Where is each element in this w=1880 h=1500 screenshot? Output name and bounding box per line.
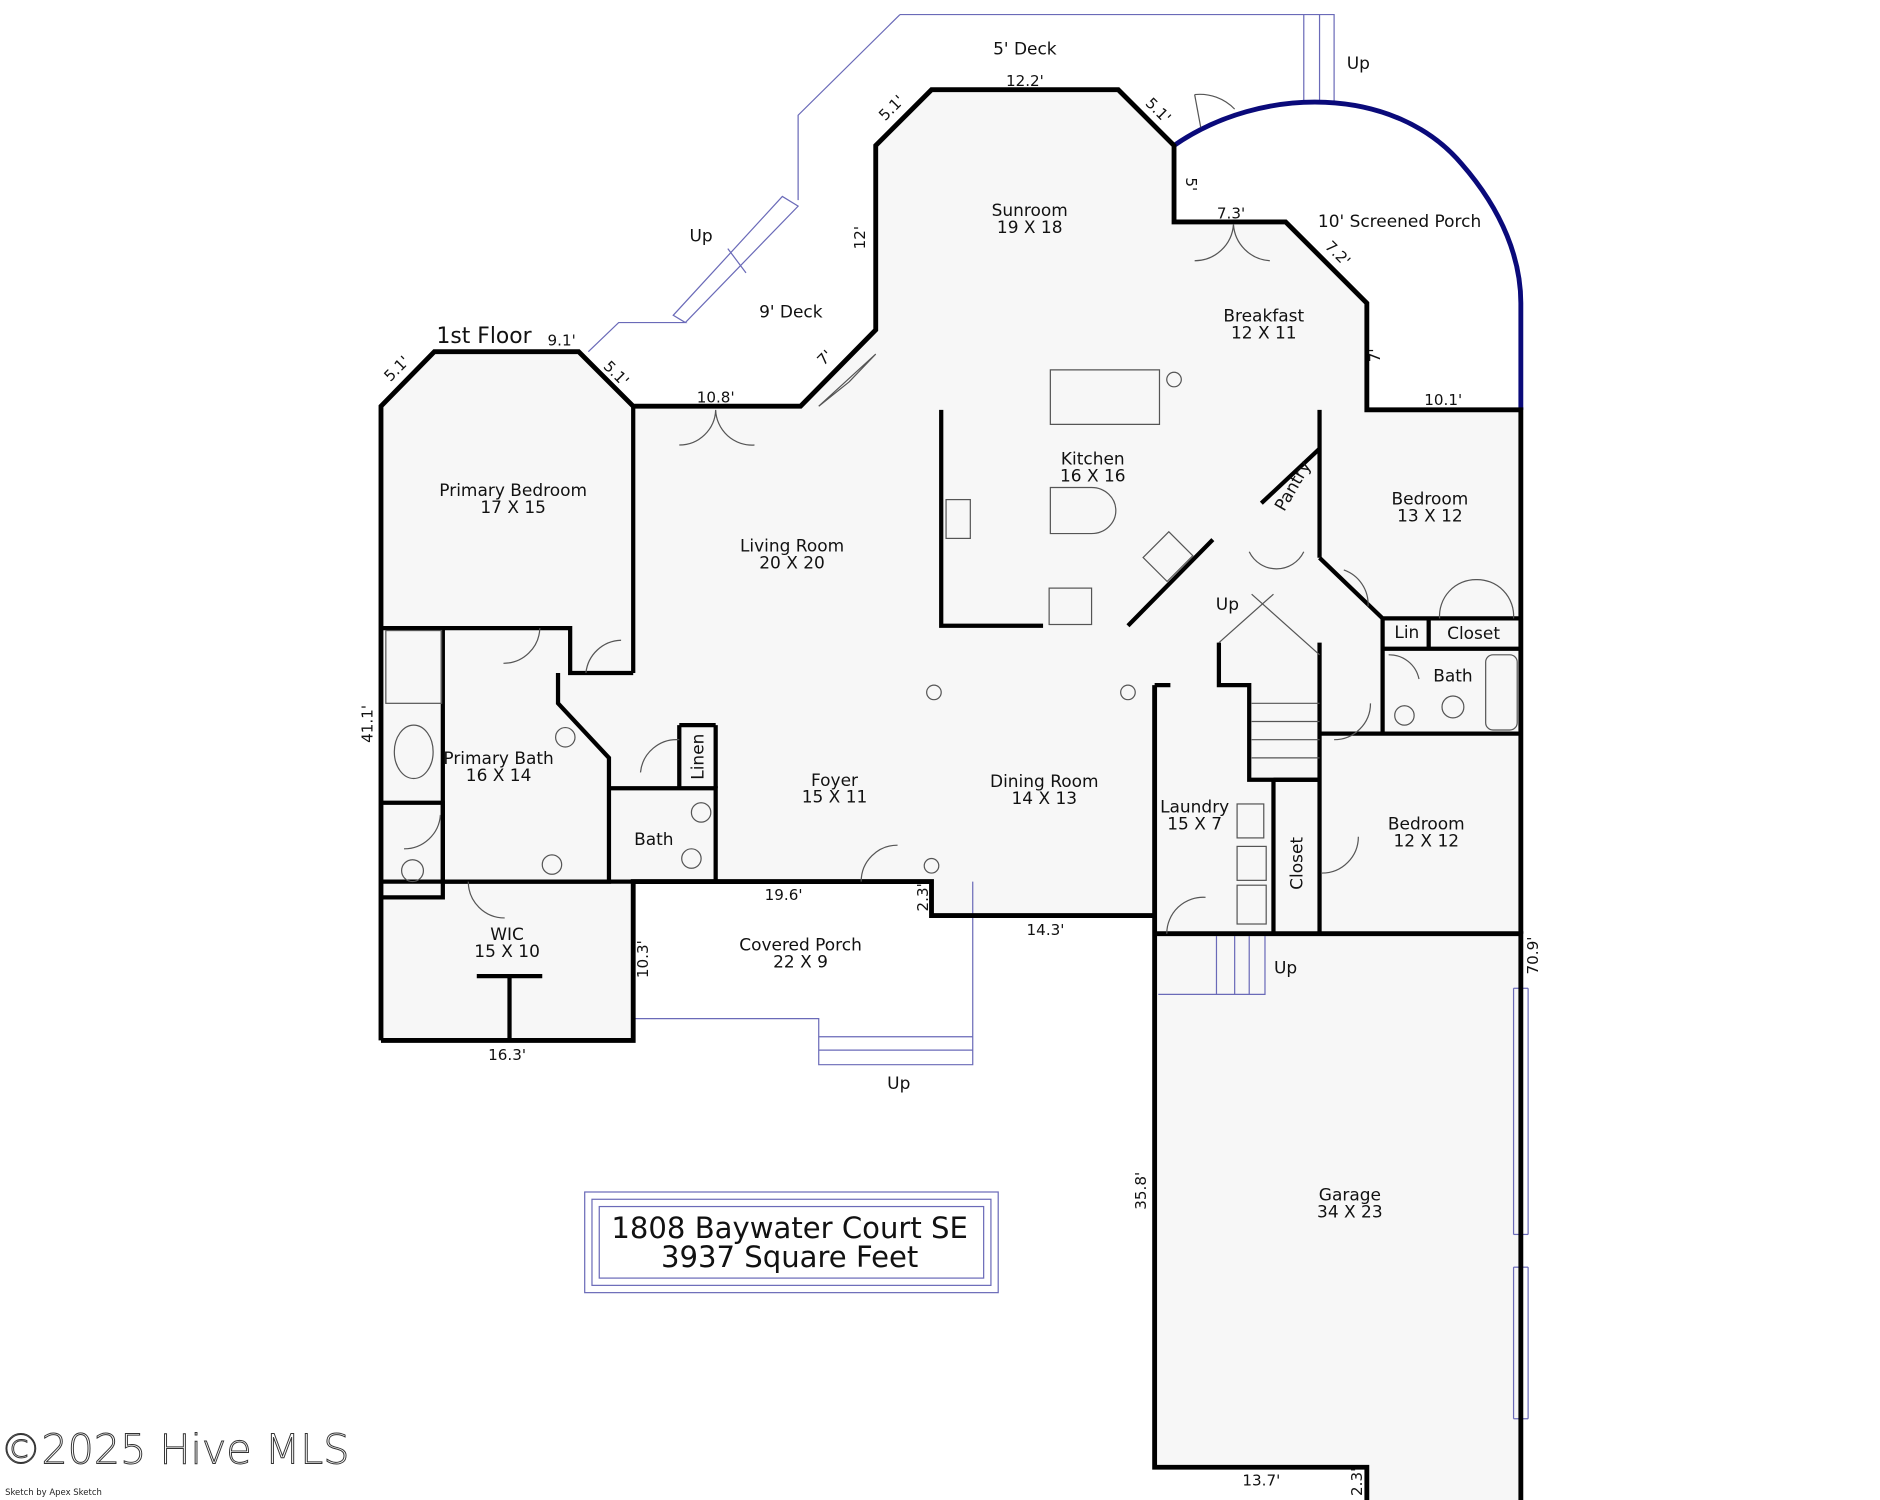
space-label: Bath	[1433, 666, 1472, 686]
room-dimensions: 15 X 10	[474, 942, 540, 962]
space-label: Linen	[689, 734, 709, 780]
dimension-label: 10.1'	[1424, 391, 1462, 409]
room-name: Kitchen	[1061, 449, 1125, 469]
stairs-up-label: Up	[887, 1074, 910, 1094]
room-name: Living Room	[740, 537, 844, 557]
room-name: Primary Bedroom	[439, 481, 587, 501]
room-dimensions: 14 X 13	[1011, 789, 1077, 809]
fixtures	[385, 93, 1518, 934]
dimension-label: 35.8'	[1132, 1172, 1150, 1210]
dimension-label: 12'	[851, 226, 869, 249]
room-dimensions: 17 X 15	[480, 498, 546, 518]
dimension-label: 2.3'	[914, 883, 932, 911]
dimension-label: 41.1'	[358, 705, 376, 743]
deck-outlines	[587, 13, 1529, 1420]
room-dimensions: 34 X 23	[1317, 1202, 1383, 1222]
room-dimensions: 16 X 16	[1060, 466, 1126, 486]
exterior-walls	[378, 87, 1524, 1500]
dimension-label: 10.3'	[634, 940, 652, 978]
interior-walls	[380, 406, 1521, 1041]
dimension-label: 7'	[1366, 348, 1384, 362]
space-label: Closet	[1447, 624, 1500, 644]
room-name: Laundry	[1160, 797, 1229, 817]
dimension-label: 13.7'	[1242, 1471, 1280, 1489]
address-text: 1808 Baywater Court SE	[611, 1211, 967, 1245]
dimension-label: 10.8'	[697, 389, 735, 407]
room-dimensions: 20 X 20	[759, 554, 825, 574]
stairs-up-label: Up	[1216, 595, 1239, 615]
space-label: Bath	[634, 830, 673, 850]
watermark: ©2025 Hive MLS	[0, 1426, 349, 1474]
space-label: 10' Screened Porch	[1318, 212, 1481, 232]
room-name: Garage	[1319, 1185, 1381, 1205]
room-dimensions: 15 X 11	[802, 788, 868, 808]
dimension-label: 19.6'	[765, 886, 803, 904]
room-dimensions: 22 X 9	[773, 953, 828, 973]
dimension-label: 7'	[814, 347, 836, 369]
space-label: 9' Deck	[759, 303, 823, 323]
room-dimensions: 12 X 12	[1393, 831, 1459, 851]
room-name: Sunroom	[992, 201, 1068, 221]
space-label: Closet	[1288, 837, 1308, 890]
room-name: Foyer	[811, 771, 858, 791]
floor-label: 1st Floor	[437, 324, 532, 349]
room-name: Dining Room	[990, 772, 1098, 792]
room-name: Bedroom	[1388, 814, 1465, 834]
dimension-label: 12.2'	[1006, 72, 1044, 90]
room-name: Covered Porch	[739, 936, 862, 956]
room-name: Bedroom	[1392, 489, 1469, 509]
square-feet-text: 3937 Square Feet	[661, 1240, 918, 1274]
room-dimensions: 19 X 18	[997, 218, 1063, 238]
space-label: Lin	[1394, 623, 1419, 643]
room-dimensions: 15 X 7	[1167, 814, 1222, 834]
dimension-label: 7.3'	[1217, 204, 1245, 222]
stairs-up-label: Up	[1347, 54, 1370, 74]
credit-text: Sketch by Apex Sketch	[5, 1487, 102, 1497]
dimension-label: 2.3'	[1348, 1468, 1366, 1496]
dimension-label: 5'	[1182, 177, 1200, 191]
room-dimensions: 13 X 12	[1397, 506, 1463, 526]
room-name: WIC	[490, 925, 524, 945]
room-name: Breakfast	[1223, 306, 1304, 326]
stairs-up-label: Up	[1274, 959, 1297, 979]
dimension-label: 14.3'	[1027, 921, 1065, 939]
screened-porch-wall	[1172, 99, 1524, 410]
room-dimensions: 12 X 11	[1231, 323, 1297, 343]
dimension-label: 16.3'	[488, 1046, 526, 1064]
dimension-label: 9.1'	[548, 332, 576, 350]
room-name: Primary Bath	[443, 749, 553, 769]
space-label: 5' Deck	[993, 40, 1057, 60]
floor-fill	[380, 89, 1521, 1500]
room-dimensions: 16 X 14	[466, 766, 532, 786]
stairs-up-label: Up	[690, 226, 713, 246]
title-box: 1808 Baywater Court SE 3937 Square Feet	[584, 1191, 999, 1294]
dimension-label: 70.9'	[1524, 937, 1542, 975]
